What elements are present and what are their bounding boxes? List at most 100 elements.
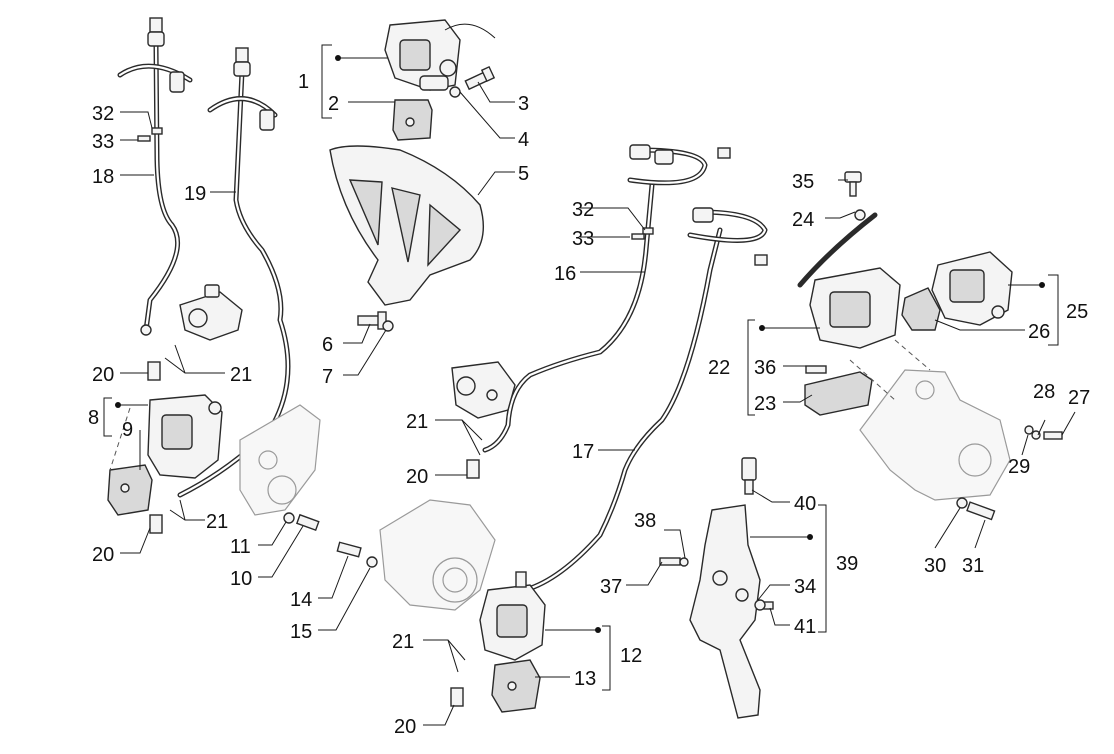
brake-hose-16 bbox=[482, 144, 731, 453]
clamp-32-center bbox=[642, 227, 654, 235]
bolt-14 bbox=[336, 541, 362, 558]
brake-hose-18 bbox=[117, 17, 193, 336]
callout-21-c: 21 bbox=[406, 411, 428, 433]
washer-30 bbox=[956, 497, 968, 509]
callout-12: 12 bbox=[620, 645, 642, 667]
washer-7 bbox=[382, 320, 394, 332]
callout-23: 23 bbox=[754, 393, 776, 415]
callout-2: 2 bbox=[328, 93, 339, 115]
callout-7: 7 bbox=[322, 366, 333, 388]
washer-28 bbox=[1031, 430, 1041, 440]
callout-10: 10 bbox=[230, 568, 252, 590]
callout-21-a: 21 bbox=[230, 364, 252, 386]
banjo-bolt-20-b bbox=[149, 514, 163, 534]
fork-hub-left bbox=[239, 404, 321, 516]
banjo-bolt-35 bbox=[844, 171, 862, 197]
assembly-dot-39 bbox=[807, 534, 813, 540]
assembly-dot-8 bbox=[115, 402, 121, 408]
caliper-22 bbox=[797, 212, 901, 349]
callout-11: 11 bbox=[230, 536, 251, 558]
fork-hub-center bbox=[379, 499, 496, 611]
callout-26: 26 bbox=[1028, 321, 1050, 343]
callout-34: 34 bbox=[794, 576, 816, 598]
callout-41: 41 bbox=[794, 616, 816, 638]
callout-30: 30 bbox=[924, 555, 946, 577]
callout-6: 6 bbox=[322, 334, 333, 356]
callout-13: 13 bbox=[574, 668, 596, 690]
washer-11 bbox=[283, 512, 295, 524]
banjo-bolt-20-d bbox=[450, 687, 464, 707]
callout-37: 37 bbox=[600, 576, 622, 598]
callout-15: 15 bbox=[290, 621, 312, 643]
callout-21-d: 21 bbox=[392, 631, 414, 653]
brake-pad-13 bbox=[491, 659, 541, 713]
callout-29: 29 bbox=[1008, 456, 1030, 478]
bolt-37 bbox=[659, 557, 689, 567]
callout-16: 16 bbox=[554, 263, 576, 285]
washer-15 bbox=[366, 556, 378, 568]
banjo-bolt-20-c bbox=[466, 459, 480, 479]
callout-20-b: 20 bbox=[92, 544, 114, 566]
assembly-dot-12 bbox=[595, 627, 601, 633]
callout-17: 17 bbox=[572, 441, 594, 463]
callout-4: 4 bbox=[518, 129, 529, 151]
callout-14: 14 bbox=[290, 589, 312, 611]
callout-21-b: 21 bbox=[206, 511, 228, 533]
brake-pad-2 bbox=[392, 99, 433, 141]
disc-guard-5 bbox=[329, 145, 484, 306]
callout-31: 31 bbox=[962, 555, 984, 577]
callout-9: 9 bbox=[122, 419, 133, 441]
callout-24: 24 bbox=[792, 209, 814, 231]
callout-22: 22 bbox=[708, 357, 730, 379]
banjo-bolt-20-a bbox=[147, 361, 161, 381]
brake-hose-17 bbox=[522, 207, 768, 593]
caliper-8 bbox=[147, 394, 223, 479]
callout-38: 38 bbox=[634, 510, 656, 532]
clamp-32-left bbox=[151, 127, 163, 135]
leader-lines bbox=[103, 44, 1076, 726]
assembly-dot-25 bbox=[1039, 282, 1045, 288]
callout-40: 40 bbox=[794, 493, 816, 515]
callout-8: 8 bbox=[88, 407, 99, 429]
callout-19: 19 bbox=[184, 183, 206, 205]
callout-18: 18 bbox=[92, 166, 114, 188]
screw-33-center bbox=[631, 233, 645, 240]
bolt-10 bbox=[295, 513, 320, 532]
brake-pedal-39 bbox=[689, 504, 761, 719]
caliper-12 bbox=[479, 571, 546, 661]
callout-5: 5 bbox=[518, 163, 529, 185]
callout-32-b: 32 bbox=[572, 199, 594, 221]
bolt-27 bbox=[1043, 431, 1063, 440]
pushrod-40 bbox=[741, 457, 757, 495]
callout-33-a: 33 bbox=[92, 131, 114, 153]
caliper-25 bbox=[931, 251, 1013, 326]
bolt-31 bbox=[966, 501, 996, 521]
callout-35: 35 bbox=[792, 171, 814, 193]
callout-labels: 1 2 3 4 5 6 7 8 9 10 11 12 13 14 15 16 1… bbox=[88, 71, 1090, 738]
callout-20-d: 20 bbox=[394, 716, 416, 738]
callout-33-b: 33 bbox=[572, 228, 594, 250]
caliper-1 bbox=[384, 19, 496, 91]
screw-33-left bbox=[137, 135, 151, 142]
bolt-36 bbox=[805, 365, 827, 374]
callout-25: 25 bbox=[1066, 301, 1088, 323]
bolt-6 bbox=[357, 311, 387, 330]
callout-20-a: 20 bbox=[92, 364, 114, 386]
brake-pad-26 bbox=[901, 287, 941, 331]
callout-28: 28 bbox=[1033, 381, 1055, 403]
master-cylinder-left bbox=[179, 284, 243, 341]
assembly-dot-22 bbox=[759, 325, 765, 331]
washer-24 bbox=[854, 209, 866, 221]
callout-1: 1 bbox=[298, 71, 309, 93]
callout-27: 27 bbox=[1068, 387, 1090, 409]
brake-pad-9 bbox=[107, 464, 153, 516]
callout-39: 39 bbox=[836, 553, 858, 575]
bolt-41 bbox=[754, 599, 774, 611]
callout-36: 36 bbox=[754, 357, 776, 379]
assembly-dot-1 bbox=[335, 55, 341, 61]
master-cylinder-center bbox=[451, 361, 516, 419]
swingarm-hub-right bbox=[859, 369, 1011, 501]
brake-pad-23 bbox=[804, 371, 873, 416]
